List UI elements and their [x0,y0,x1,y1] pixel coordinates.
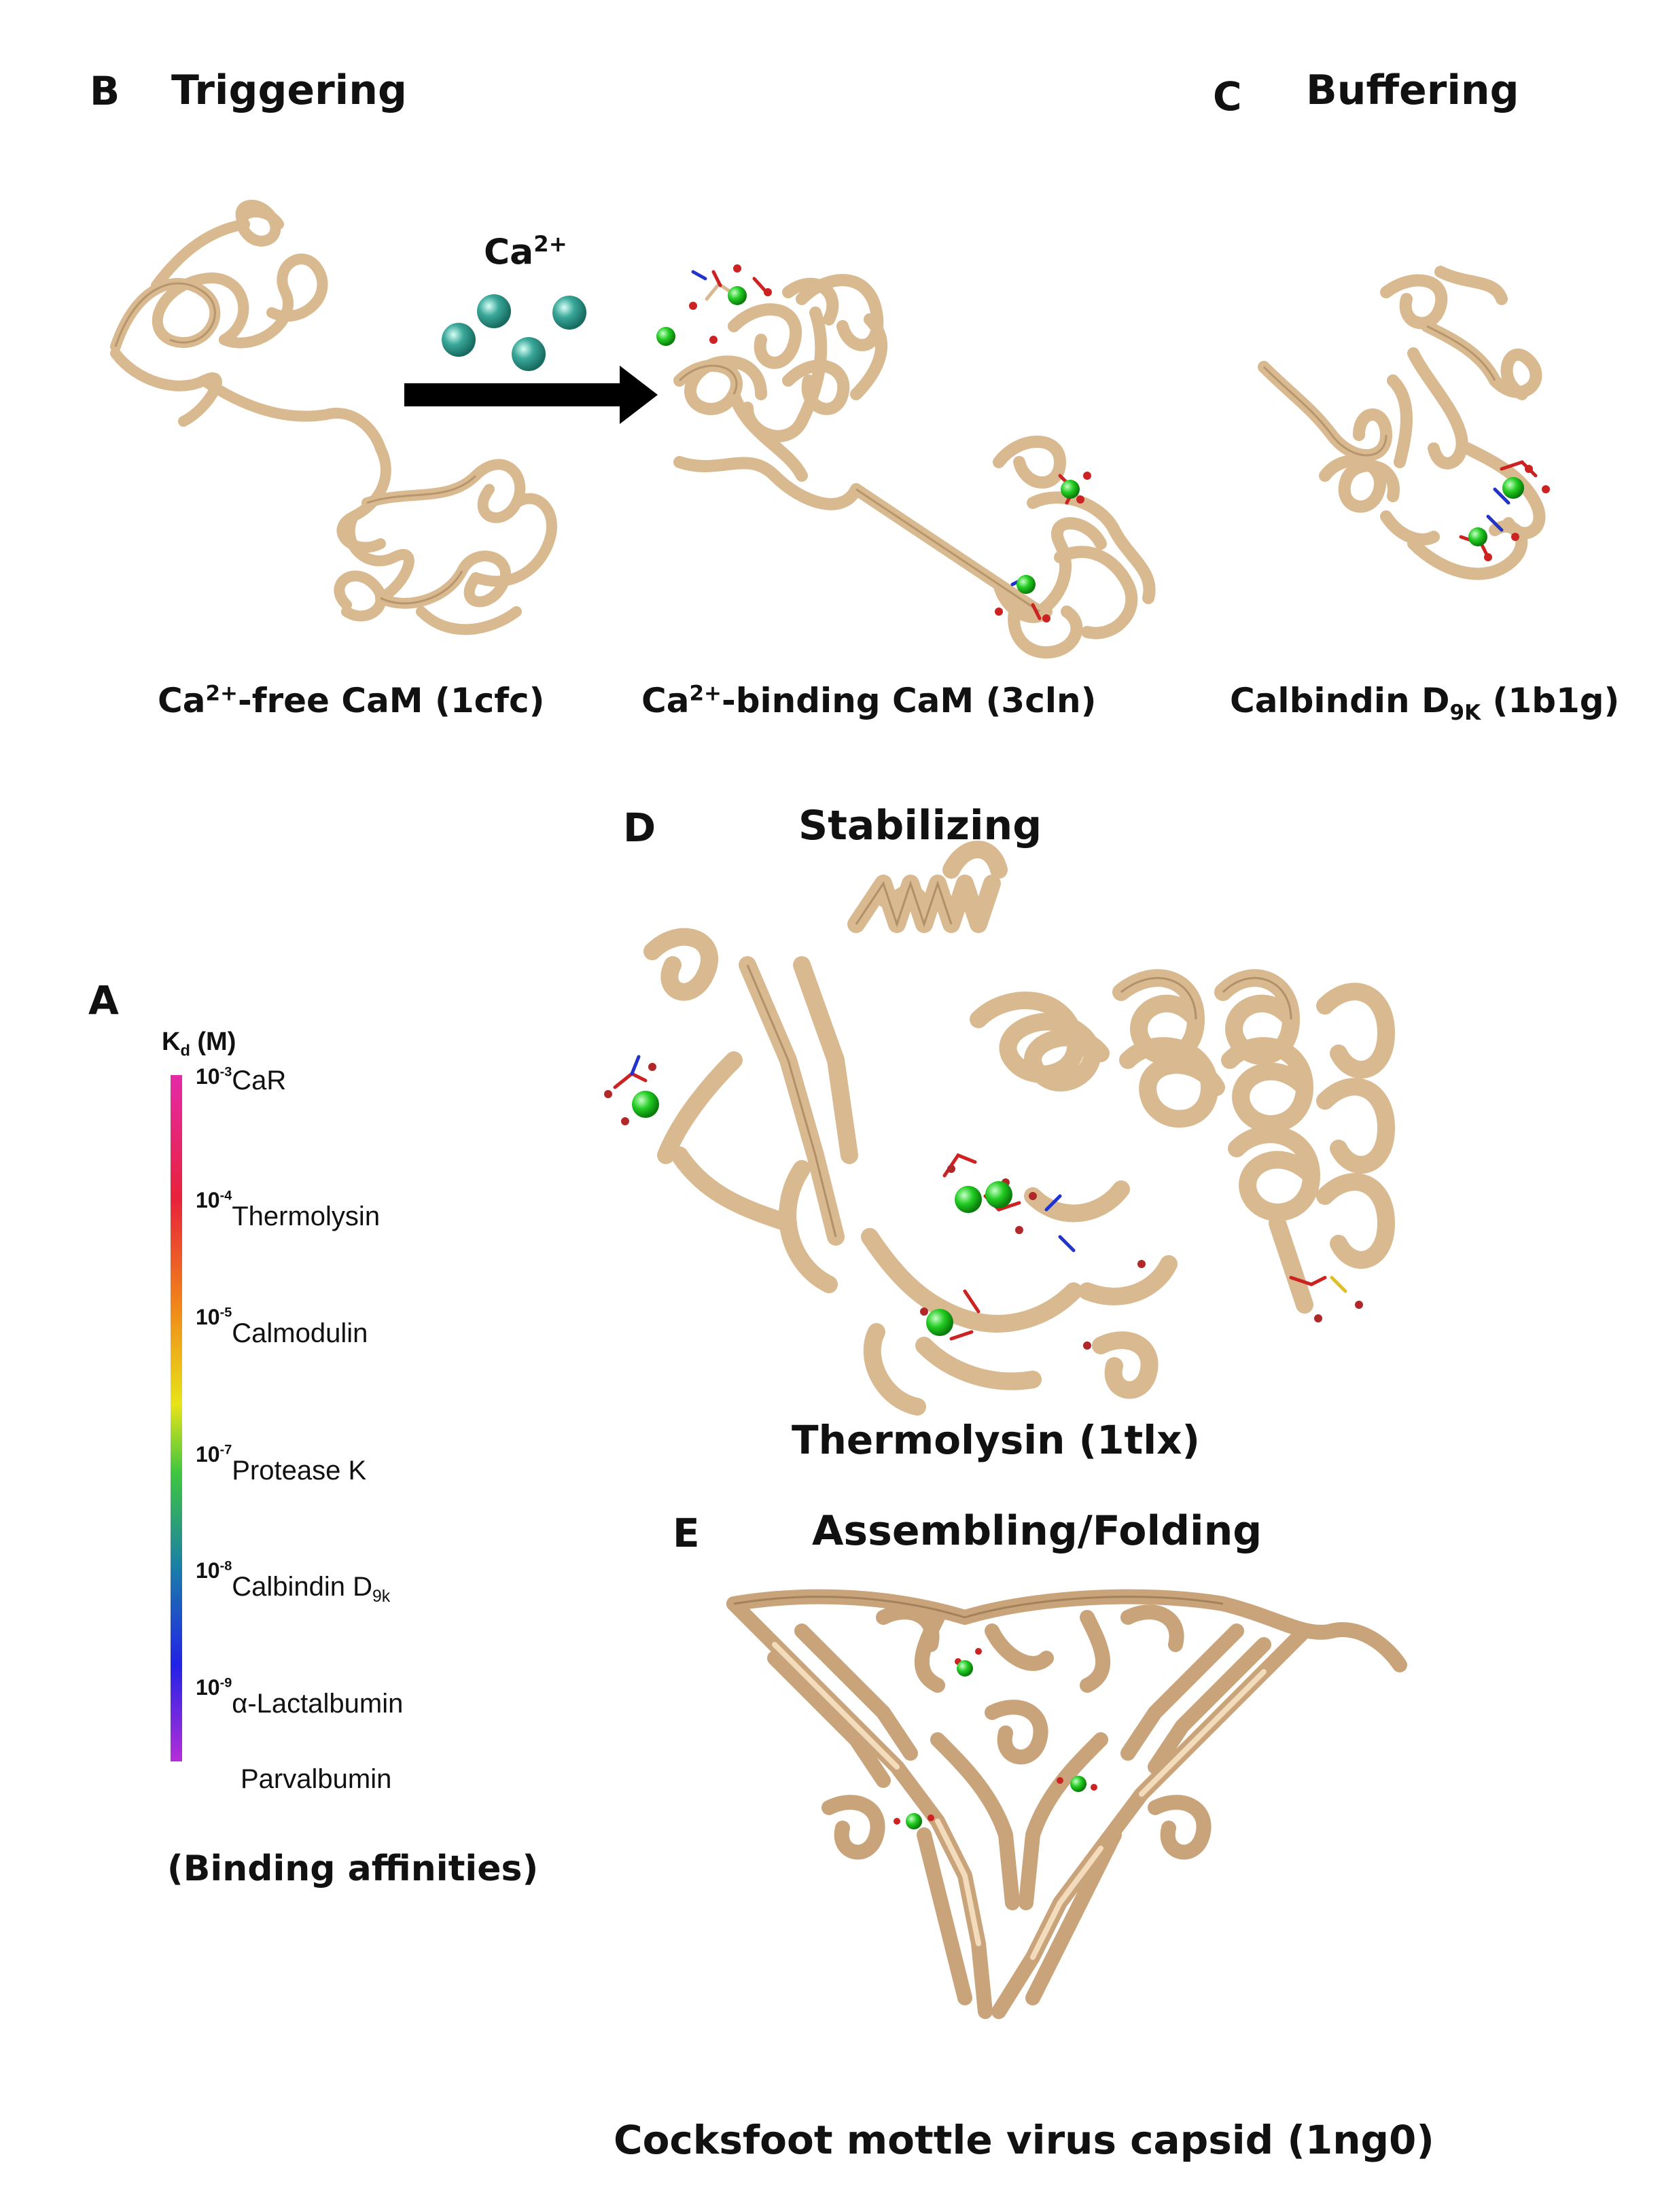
kd-axis-title: Kd (M) [162,1028,236,1059]
protein-label: Calbindin D9k [232,1572,391,1607]
protein-label: Protease K [232,1455,367,1486]
panel-e-letter: E [673,1510,700,1556]
ca-free-cam-caption: Ca2+-free CaM (1cfc) [158,681,545,720]
panel-a-letter: A [88,977,119,1023]
affinity-entry: 10-4Thermolysin [196,1184,380,1231]
panel-e-title: Assembling/Folding [812,1507,1262,1555]
affinity-entry: 10-5Calmodulin [196,1301,368,1348]
calcium-ion-label: Ca2+ [484,231,567,273]
protein-label: Calmodulin [232,1318,368,1348]
panel-d-letter: D [623,805,656,851]
protein-label: Thermolysin [232,1201,381,1231]
kd-exponent-label: 10-3 [196,1064,232,1089]
calbindin-caption: Calbindin D9K (1b1g) [1230,681,1620,725]
capsid-caption: Cocksfoot mottle virus capsid (1ng0) [614,2117,1434,2163]
protein-label: CaR [232,1066,287,1095]
kd-exponent-label: 10-8 [196,1558,232,1583]
protein-label: α-Lactalbumin [232,1688,404,1719]
affinity-entry: 10-9α-Lactalbumin [196,1671,403,1719]
kd-exponent-label: 10-4 [196,1187,232,1212]
binding-affinities-footer: (Binding affinities) [167,1848,539,1889]
panel-c-title: Buffering [1306,67,1519,114]
kd-exponent-label: 10-7 [196,1441,232,1467]
kd-exponent-label: 10-5 [196,1304,232,1329]
protein-label: Parvalbumin [241,1764,392,1794]
kd-exponent-label: 10-9 [196,1674,232,1700]
affinity-entry: 10-3CaR [196,1060,286,1095]
affinity-entry: 10-7Protease K [196,1438,366,1486]
thermolysin-caption: Thermolysin (1tlx) [792,1417,1201,1463]
panel-c-letter: C [1213,73,1242,120]
affinity-entry: Parvalbumin [196,1746,391,1794]
ca-binding-cam-caption: Ca2+-binding CaM (3cln) [641,681,1097,720]
panel-b-title: Triggering [171,67,407,114]
panel-b-letter: B [90,68,120,114]
panel-d-title: Stabilizing [798,802,1042,849]
affinity-entry: 10-8Calbindin D9k [196,1554,390,1606]
